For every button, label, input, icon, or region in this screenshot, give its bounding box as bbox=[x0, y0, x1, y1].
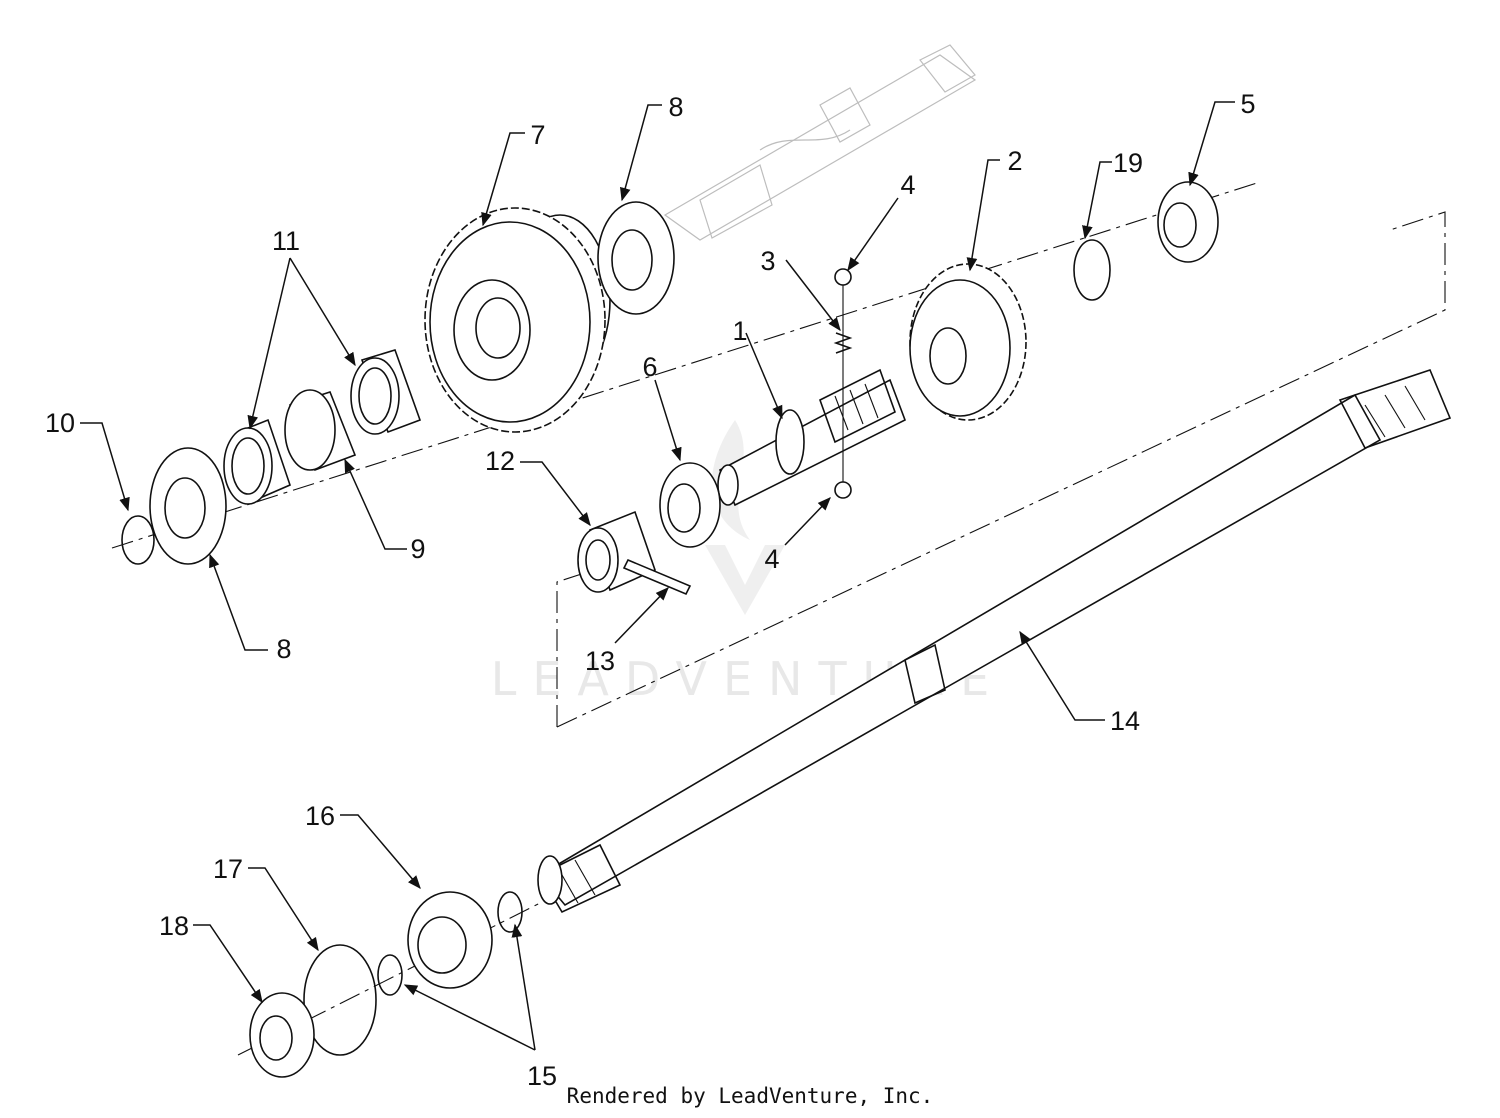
callout-9: 9 bbox=[410, 534, 425, 564]
callout-3: 3 bbox=[760, 246, 775, 276]
centerlines bbox=[111, 181, 1446, 1056]
thrust-washer-upper bbox=[597, 201, 675, 315]
callout-5: 5 bbox=[1240, 89, 1255, 119]
detent-parts bbox=[833, 268, 853, 499]
bearing-18 bbox=[249, 992, 315, 1078]
snap-ring-10 bbox=[121, 515, 155, 565]
callout-13: 13 bbox=[585, 646, 615, 676]
bearing-5 bbox=[1157, 181, 1219, 263]
callout-leaders bbox=[80, 101, 1235, 1051]
callout-14: 14 bbox=[1110, 706, 1140, 736]
callout-4-upper: 4 bbox=[900, 170, 915, 200]
callout-8-upper: 8 bbox=[668, 92, 683, 122]
callout-4-lower: 4 bbox=[764, 544, 779, 574]
callout-11: 11 bbox=[272, 226, 300, 256]
callout-15: 15 bbox=[527, 1061, 557, 1091]
callout-labels: 1 2 3 4 4 5 6 7 8 8 9 10 11 12 13 14 15 … bbox=[45, 89, 1256, 1091]
spline-shaft bbox=[717, 368, 907, 507]
callout-7: 7 bbox=[530, 120, 545, 150]
spacer-sleeve bbox=[284, 389, 357, 472]
callout-17: 17 bbox=[213, 854, 243, 884]
render-credit: Rendered by LeadVenture, Inc. bbox=[566, 1084, 934, 1108]
main-shaft bbox=[537, 369, 1452, 914]
callout-19: 19 bbox=[1113, 148, 1143, 178]
snap-ring-19 bbox=[1073, 239, 1111, 301]
callout-10: 10 bbox=[45, 408, 75, 438]
callout-18: 18 bbox=[159, 911, 189, 941]
ring-17 bbox=[303, 944, 377, 1056]
bearing-16 bbox=[407, 891, 493, 989]
background-shaft bbox=[663, 44, 977, 241]
callout-6: 6 bbox=[642, 352, 657, 382]
roll-pin bbox=[622, 558, 692, 596]
callout-16: 16 bbox=[305, 801, 335, 831]
callout-1: 1 bbox=[732, 316, 747, 346]
gear-2 bbox=[909, 263, 1027, 421]
snap-rings-15 bbox=[377, 891, 523, 996]
callout-8-lower: 8 bbox=[276, 634, 291, 664]
compound-gear bbox=[424, 207, 611, 433]
callout-2: 2 bbox=[1007, 146, 1022, 176]
bearing-6 bbox=[659, 462, 721, 548]
callout-12: 12 bbox=[485, 446, 515, 476]
thrust-washer-lower bbox=[149, 447, 227, 565]
